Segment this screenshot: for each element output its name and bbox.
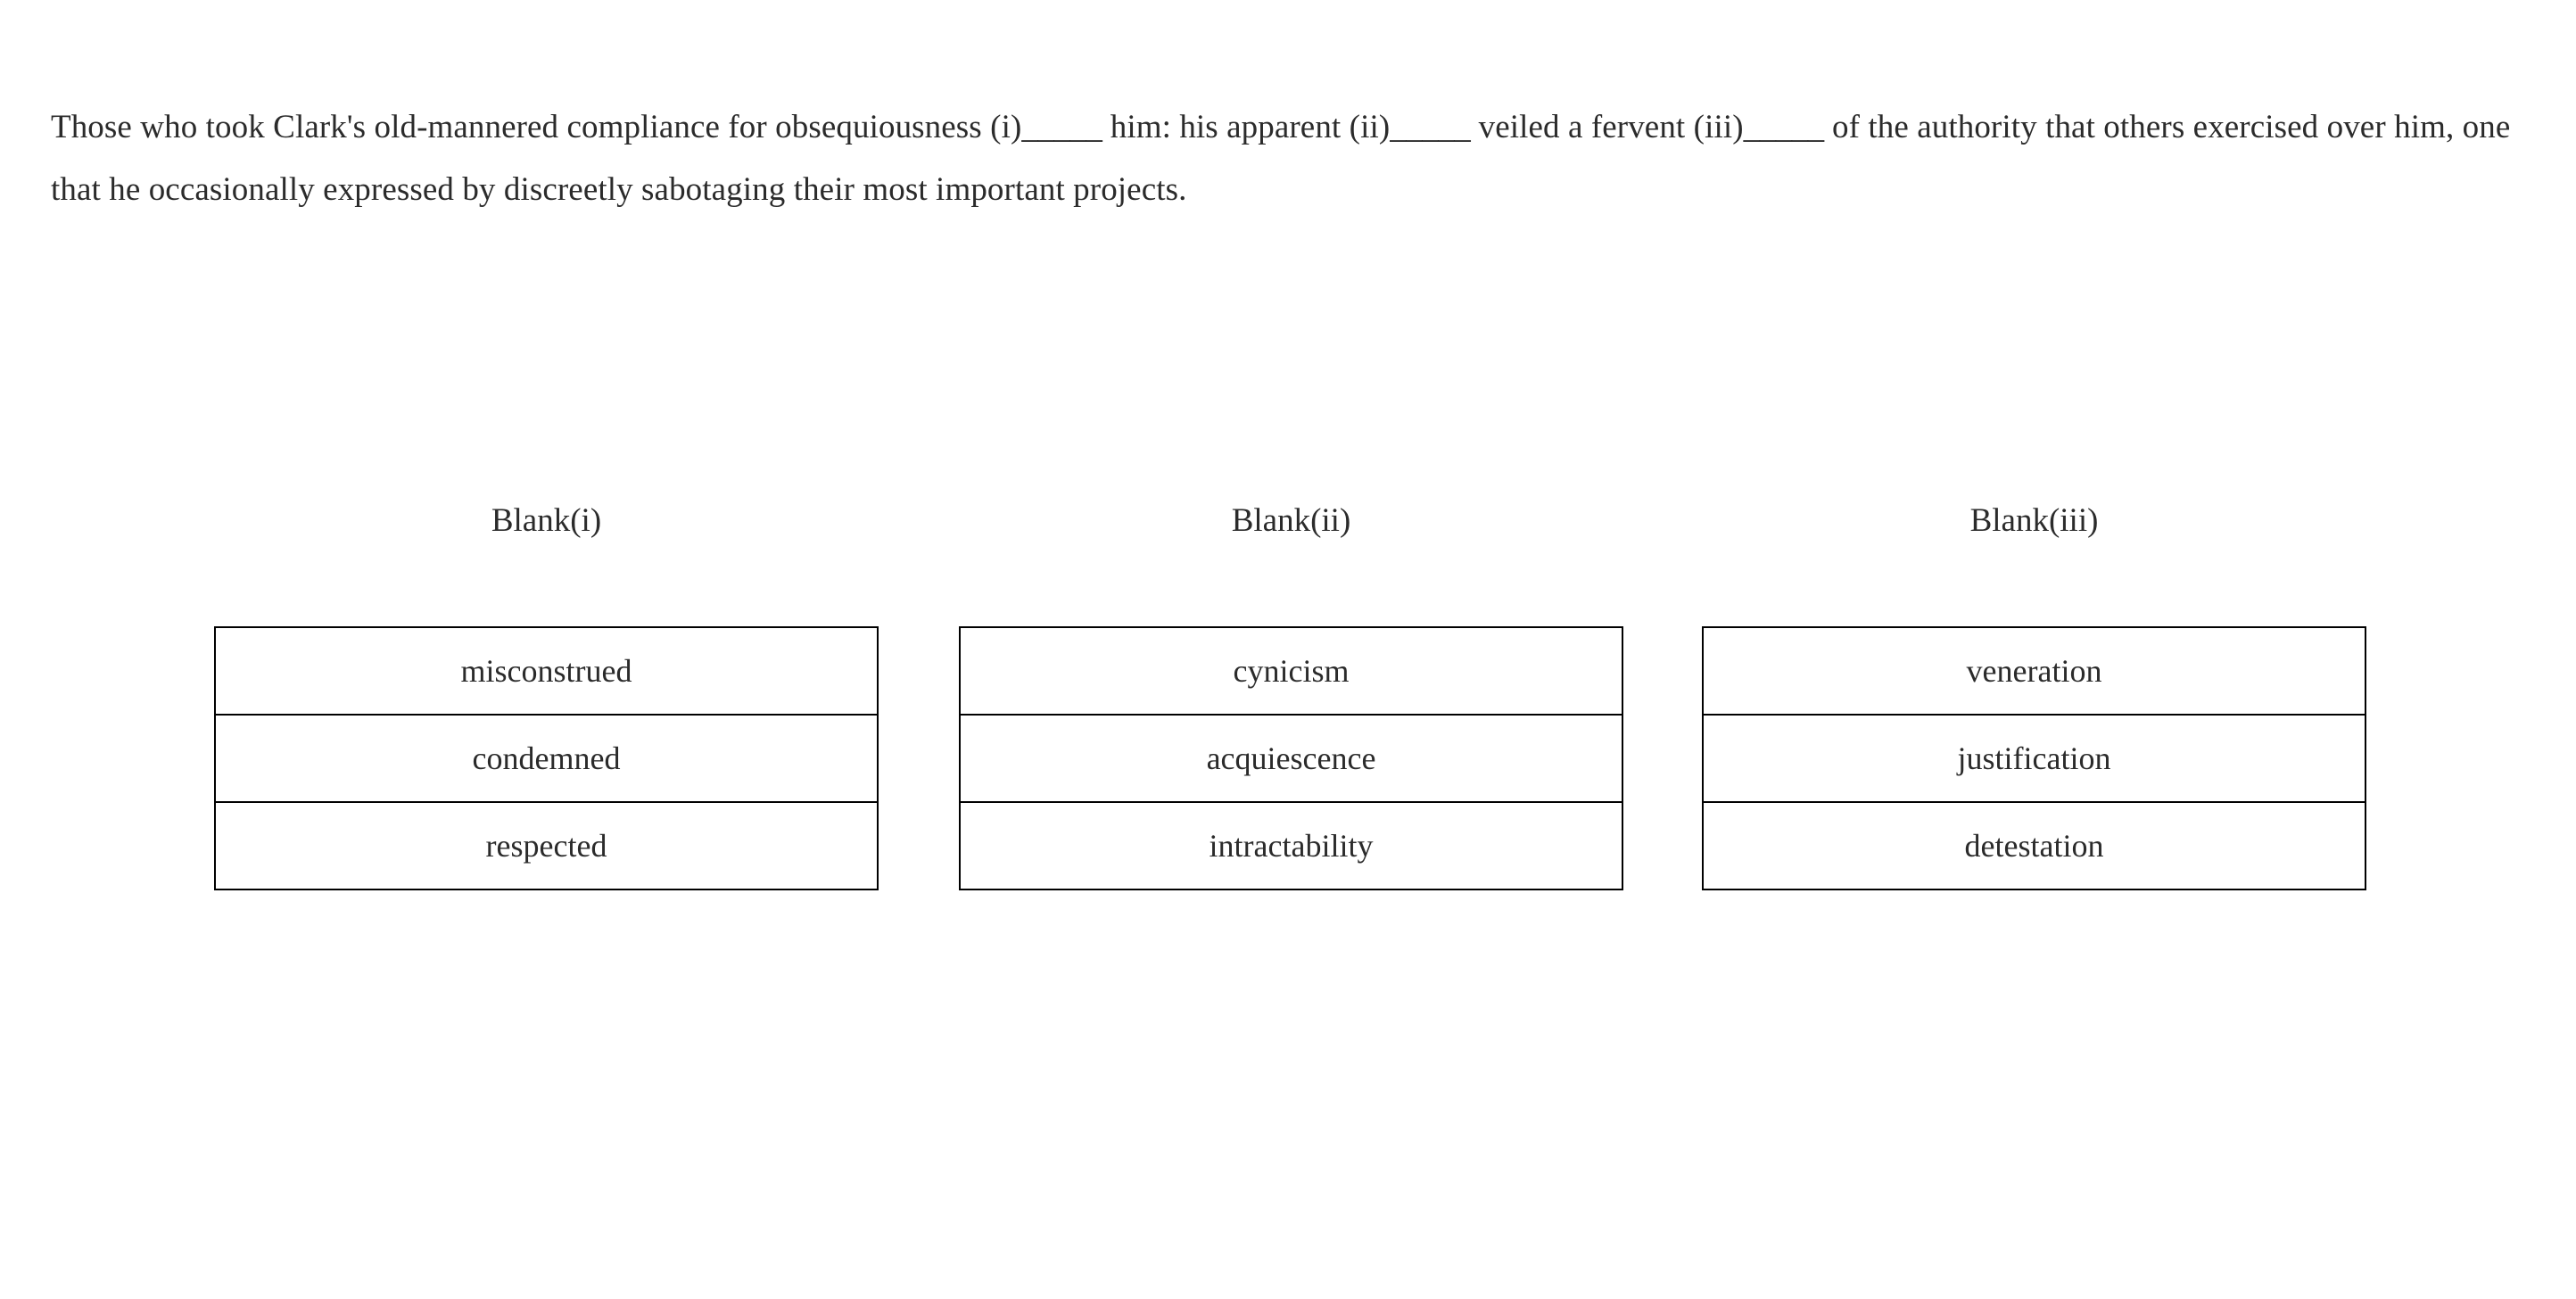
table-row[interactable]: condemned xyxy=(214,714,879,803)
option-cell[interactable]: justification xyxy=(1702,714,2366,803)
prompt-segment-text-3: veiled a fervent (iii) xyxy=(1470,109,1744,145)
question-prompt: Those who took Clark's old-mannered comp… xyxy=(51,96,2513,221)
table-row[interactable]: acquiescence xyxy=(959,714,1623,803)
column-header-blank-iii: Blank(iii) xyxy=(1969,502,2099,539)
table-row[interactable]: cynicism xyxy=(959,626,1623,716)
table-row[interactable]: intractability xyxy=(959,801,1623,890)
prompt-blank-ii: _____ xyxy=(1390,109,1471,145)
prompt-segment-text-1: Those who took Clark's old-mannered comp… xyxy=(51,109,1022,145)
column-header-blank-i: Blank(i) xyxy=(491,502,602,539)
table-row[interactable]: veneration xyxy=(1702,626,2366,716)
table-row[interactable]: justification xyxy=(1702,714,2366,803)
answer-column-blank-i: Blank(i) misconstrued condemned respecte… xyxy=(214,502,879,890)
column-header-blank-ii: Blank(ii) xyxy=(1231,502,1351,539)
option-cell[interactable]: veneration xyxy=(1702,626,2366,716)
prompt-blank-iii: _____ xyxy=(1743,109,1825,145)
option-cell[interactable]: condemned xyxy=(214,714,879,803)
prompt-blank-i: _____ xyxy=(1021,109,1102,145)
table-row[interactable]: misconstrued xyxy=(214,626,879,716)
option-table-blank-i: misconstrued condemned respected xyxy=(214,626,879,890)
table-row[interactable]: detestation xyxy=(1702,801,2366,890)
prompt-segment-text-2: him: his apparent (ii) xyxy=(1102,109,1391,145)
option-cell[interactable]: cynicism xyxy=(959,626,1623,716)
option-cell[interactable]: acquiescence xyxy=(959,714,1623,803)
answer-column-blank-ii: Blank(ii) cynicism acquiescence intracta… xyxy=(959,502,1623,890)
option-cell[interactable]: detestation xyxy=(1702,801,2366,890)
prompt-segment-text-4: of the authority that others exercised o… xyxy=(51,109,2511,208)
option-table-blank-iii: veneration justification detestation xyxy=(1702,626,2366,890)
option-cell[interactable]: misconstrued xyxy=(214,626,879,716)
answer-column-blank-iii: Blank(iii) veneration justification dete… xyxy=(1702,502,2366,890)
option-cell[interactable]: intractability xyxy=(959,801,1623,890)
option-cell[interactable]: respected xyxy=(214,801,879,890)
option-table-blank-ii: cynicism acquiescence intractability xyxy=(959,626,1623,890)
table-row[interactable]: respected xyxy=(214,801,879,890)
